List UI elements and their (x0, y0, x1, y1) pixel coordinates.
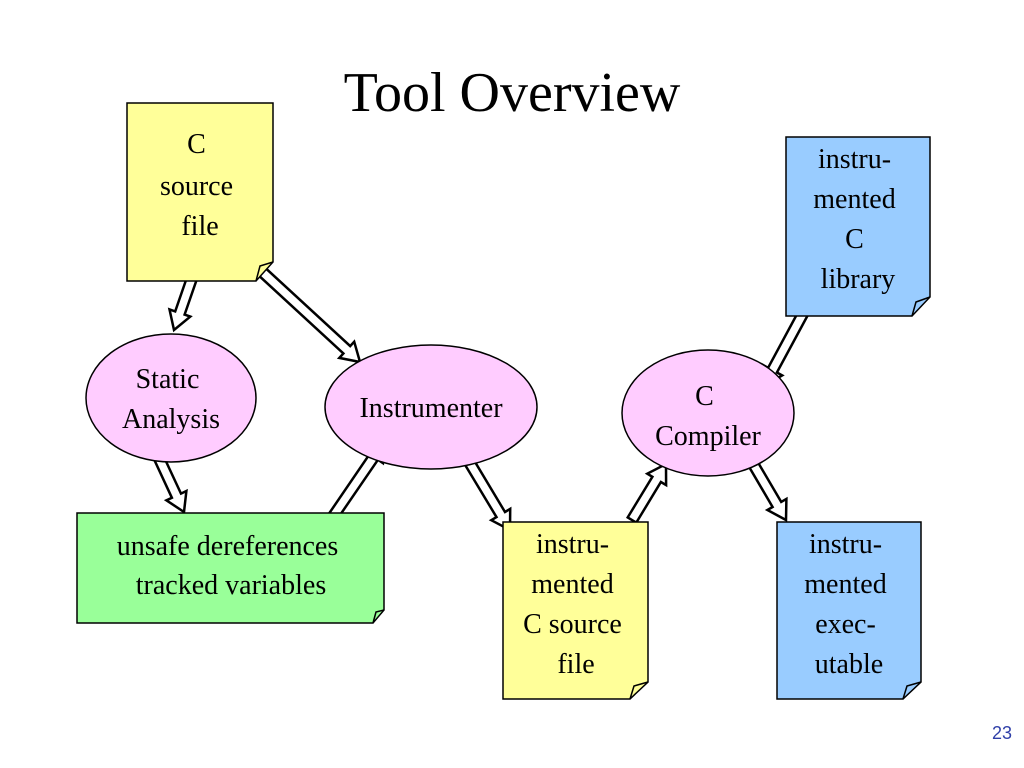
instrumented-executable-line-4: utable (815, 649, 883, 680)
static-analysis-line-2: Analysis (122, 404, 220, 435)
instrumented-executable-label: instru- mented exec- utable (804, 529, 893, 680)
node-analysis-results: unsafe dereferences tracked variables (76, 512, 385, 624)
slide-title: Tool Overview (343, 62, 681, 124)
instrumented-c-library-label: instru- mented C library (813, 144, 902, 295)
arrow-compiler-to-executable (745, 457, 788, 523)
instrumented-executable-line-1: instru- (809, 529, 882, 560)
instrumenter-label: Instrumenter (359, 393, 503, 424)
analysis-results-line-2: tracked variables (136, 570, 326, 601)
node-instrumenter: Instrumenter (324, 344, 538, 470)
node-instrumented-c-library: instru- mented C library (785, 136, 931, 317)
node-static-analysis: Static Analysis (85, 333, 257, 463)
static-analysis-line-1: Static (136, 364, 200, 395)
analysis-results-shape (76, 512, 385, 624)
instrumented-c-source-file-fold (629, 681, 649, 700)
instrumented-c-source-file-line-1: instru- (536, 529, 609, 560)
instrumenter-shape (324, 344, 538, 470)
instrumented-executable-fold (902, 681, 922, 700)
static-analysis-shape (85, 333, 257, 463)
instrumented-c-source-file-line-3: C source (523, 609, 622, 640)
analysis-results-line-1: unsafe dereferences (117, 531, 339, 562)
analysis-results-label: unsafe dereferences tracked variables (117, 531, 346, 601)
static-analysis-label: Static Analysis (122, 364, 220, 435)
node-c-source-file: C source file (126, 102, 274, 282)
instrumented-c-library-fold (911, 296, 931, 317)
arrow-instrumented-source-to-compiler (625, 461, 668, 525)
c-compiler-shape (621, 349, 795, 477)
c-source-file-fold (255, 261, 274, 282)
instrumented-executable-line-3: exec- (815, 609, 876, 640)
c-source-file-line-3: file (181, 211, 218, 242)
c-source-file-line-1: C (187, 129, 206, 160)
instrumented-c-source-file-shape (502, 521, 649, 700)
node-c-compiler: C Compiler (621, 349, 795, 477)
instrumented-c-library-line-4: library (821, 264, 896, 295)
instrumented-c-library-line-3: C (845, 224, 864, 255)
c-compiler-line-1: C (695, 381, 714, 412)
node-instrumented-executable: instru- mented exec- utable (776, 521, 922, 700)
c-compiler-line-2: Compiler (655, 421, 761, 452)
c-source-file-shape (126, 102, 274, 282)
instrumented-c-source-file-label: instru- mented C source file (523, 529, 629, 680)
instrumented-c-library-line-2: mented (813, 184, 895, 215)
page-number: 23 (991, 723, 1012, 743)
instrumented-executable-shape (776, 521, 922, 700)
instrumented-c-source-file-line-2: mented (531, 569, 613, 600)
instrumented-c-source-file-line-4: file (557, 649, 594, 680)
c-source-file-line-2: source (160, 171, 233, 202)
instrumenter-line-1: Instrumenter (359, 393, 503, 424)
node-instrumented-c-source-file: instru- mented C source file (502, 521, 649, 700)
instrumented-c-library-shape (785, 136, 931, 317)
instrumented-executable-line-2: mented (804, 569, 886, 600)
arrow-source-to-instrumenter (252, 262, 362, 364)
arrow-source-to-static-analysis (167, 274, 199, 333)
instrumented-c-library-line-1: instru- (818, 144, 891, 175)
c-source-file-label: C source file (160, 129, 240, 242)
arrows-layer (151, 262, 813, 533)
analysis-results-fold (372, 609, 385, 624)
c-compiler-label: C Compiler (655, 381, 761, 452)
